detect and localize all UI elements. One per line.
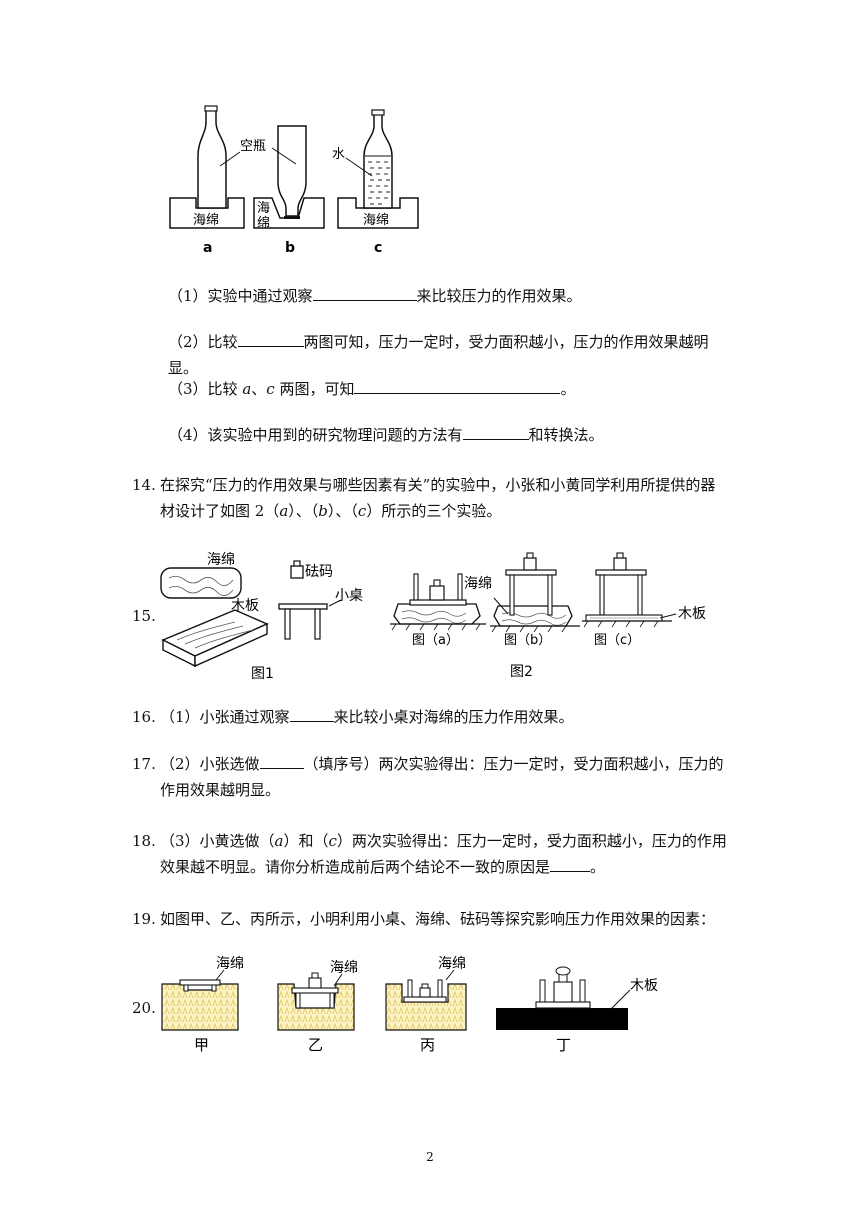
label-sponge-jia: 海绵 xyxy=(216,955,244,972)
var-a: a xyxy=(279,502,289,520)
q15-number: 15. xyxy=(132,607,156,625)
fig1-caption: 图1 xyxy=(251,666,274,682)
label-weight: 砝码 xyxy=(305,564,333,580)
q19-text: 如图甲、乙、丙所示，小明利用小桌、海绵、砝码等探究影响压力作用效果的因素： xyxy=(160,910,716,928)
q13-sub-4-text: （4）该实验中用到的研究物理问题的方法有 xyxy=(168,426,463,444)
answer-blank[interactable] xyxy=(237,330,304,347)
sep: 、 xyxy=(251,380,267,398)
label-sponge-a: 海绵 xyxy=(193,213,219,228)
q13-sub-3-text: （3）比较 xyxy=(168,380,243,398)
caption-yi: 乙 xyxy=(308,1036,323,1054)
answer-blank[interactable] xyxy=(289,705,334,722)
q13-sub-3-text-mid: 两图，可知 xyxy=(274,380,355,398)
q18-number: 18. xyxy=(132,832,156,850)
caption-c: c xyxy=(374,240,382,256)
page-number: 2 xyxy=(426,1150,434,1164)
q17-text-pre: （2）小张选做 xyxy=(160,755,260,773)
q13-sub-3: （3）比较 a、c 两图，可知 。 xyxy=(168,376,738,402)
var-c: c xyxy=(266,380,275,398)
q13-sub-4: （4）该实验中用到的研究物理问题的方法有 和转换法。 xyxy=(168,422,738,448)
q13-sub-1-text: （1）实验中通过观察 xyxy=(168,287,313,305)
q14-line1: 在探究“压力的作用效果与哪些因素有关”的实验中，小张和小黄同学利用所提供的器 xyxy=(160,476,716,494)
q13-sub-1-text-end: 来比较压力的作用效果。 xyxy=(416,287,582,305)
q13-sub-3-text-end: 。 xyxy=(560,380,576,398)
var-c: c xyxy=(357,502,367,520)
q18-text-pre: （3）小黄选做（ xyxy=(160,832,275,850)
q14-line2: 材设计了如图 2（a）、（b）、（c）所示的三个实验。 xyxy=(160,498,740,524)
sep: ）、（ xyxy=(327,502,358,520)
q18-text-post: ）两次实验得出：压力一定时，受力面积越小，压力的作用 xyxy=(336,832,727,850)
figure-1-sponge-board-table: 海绵 砝码 木板 小桌 图1 xyxy=(160,551,363,682)
caption-a: a xyxy=(203,240,212,256)
sep: ）、（ xyxy=(288,502,319,520)
answer-blank[interactable] xyxy=(550,855,591,872)
q17-text-post: （填序号）两次实验得出：压力一定时，受力面积越小，压力的 xyxy=(303,755,724,773)
q14-text: 在探究“压力的作用效果与哪些因素有关”的实验中，小张和小黄同学利用所提供的器 材… xyxy=(160,472,740,524)
label-sponge-yi: 海绵 xyxy=(330,959,358,976)
caption-bing: 丙 xyxy=(420,1036,435,1054)
q19-number: 19. xyxy=(132,910,156,928)
q16-number: 16. xyxy=(132,708,156,726)
answer-blank[interactable] xyxy=(259,752,304,769)
q13-sub-4-text-end: 和转换法。 xyxy=(528,426,604,444)
q20-number: 20. xyxy=(132,999,156,1017)
q17-number: 17. xyxy=(132,755,156,773)
q14-line2-post: ）所示的三个实验。 xyxy=(366,502,502,520)
label-sponge-b-bottom: 绵 xyxy=(257,216,270,231)
label-sponge: 海绵 xyxy=(207,551,235,568)
q13-sub-1: （1）实验中通过观察 来比较压力的作用效果。 xyxy=(168,283,738,309)
fig2-caption: 图2 xyxy=(510,664,533,680)
label-sponge-bing: 海绵 xyxy=(438,955,466,972)
q17-line2: 作用效果越明显。 xyxy=(160,781,281,799)
q13-sub-2-text: （2）比较 xyxy=(168,333,238,351)
label-sponge: 海绵 xyxy=(464,575,492,592)
q13-sub-2: （2）比较两图可知，压力一定时，受力面积越小，压力的作用效果越明显。 xyxy=(168,329,738,381)
caption-fig-b: 图（b） xyxy=(504,633,551,648)
q18-line2-post: 。 xyxy=(590,858,606,876)
caption-fig-c: 图（c） xyxy=(594,633,640,648)
q14-number: 14. xyxy=(132,476,156,494)
caption-b: b xyxy=(285,240,295,256)
label-empty-bottle: 空瓶 xyxy=(240,139,266,154)
caption-fig-a: 图（a） xyxy=(412,633,459,648)
q16-text-pre: （1）小张通过观察 xyxy=(160,708,290,726)
q18-line2-pre: 效果越不明显。请你分析造成前后两个结论不一致的原因是 xyxy=(160,858,551,876)
label-water: 水 xyxy=(332,147,345,162)
q13-sub-2-text-end: 两图可知，压力一定时，受力面积越小，压力的作用效果越明显。 xyxy=(168,333,709,377)
label-board: 木板 xyxy=(231,598,259,614)
var-c: c xyxy=(328,832,337,850)
label-sponge-b-top: 海 xyxy=(257,201,270,216)
label-table: 小桌 xyxy=(335,588,363,604)
figure-jia-yi-bing-ding: 海绵 海绵 海绵 木板 甲 乙 丙 丁 xyxy=(161,955,658,1054)
var-b: b xyxy=(318,502,328,520)
figure-2-table-experiments: 海绵 木板 图（a） 图（b） 图（c） 图2 xyxy=(390,552,706,680)
label-board-ding: 木板 xyxy=(630,978,658,994)
q14-line2-pre: 材设计了如图 2（ xyxy=(160,502,280,520)
label-board: 木板 xyxy=(678,606,706,622)
answer-blank[interactable] xyxy=(462,423,529,440)
q17-text: （2）小张选做 （填序号）两次实验得出：压力一定时，受力面积越小，压力的 作用效果… xyxy=(160,751,740,803)
caption-ding: 丁 xyxy=(556,1036,571,1054)
sep: ）和（ xyxy=(283,832,329,850)
answer-blank[interactable] xyxy=(312,284,417,301)
var-a: a xyxy=(242,380,252,398)
caption-jia: 甲 xyxy=(194,1036,209,1054)
var-a: a xyxy=(274,832,284,850)
q18-text: （3）小黄选做（a）和（c）两次实验得出：压力一定时，受力面积越小，压力的作用 … xyxy=(160,828,740,880)
q16-text-post: 来比较小桌对海绵的压力作用效果。 xyxy=(333,708,574,726)
answer-blank[interactable] xyxy=(354,377,561,394)
q16-text: （1）小张通过观察 来比较小桌对海绵的压力作用效果。 xyxy=(160,704,740,730)
label-sponge-c: 海绵 xyxy=(363,213,389,228)
figure-bottles-on-sponge: 空瓶 水 海绵 海 绵 海绵 a b c xyxy=(169,105,419,256)
